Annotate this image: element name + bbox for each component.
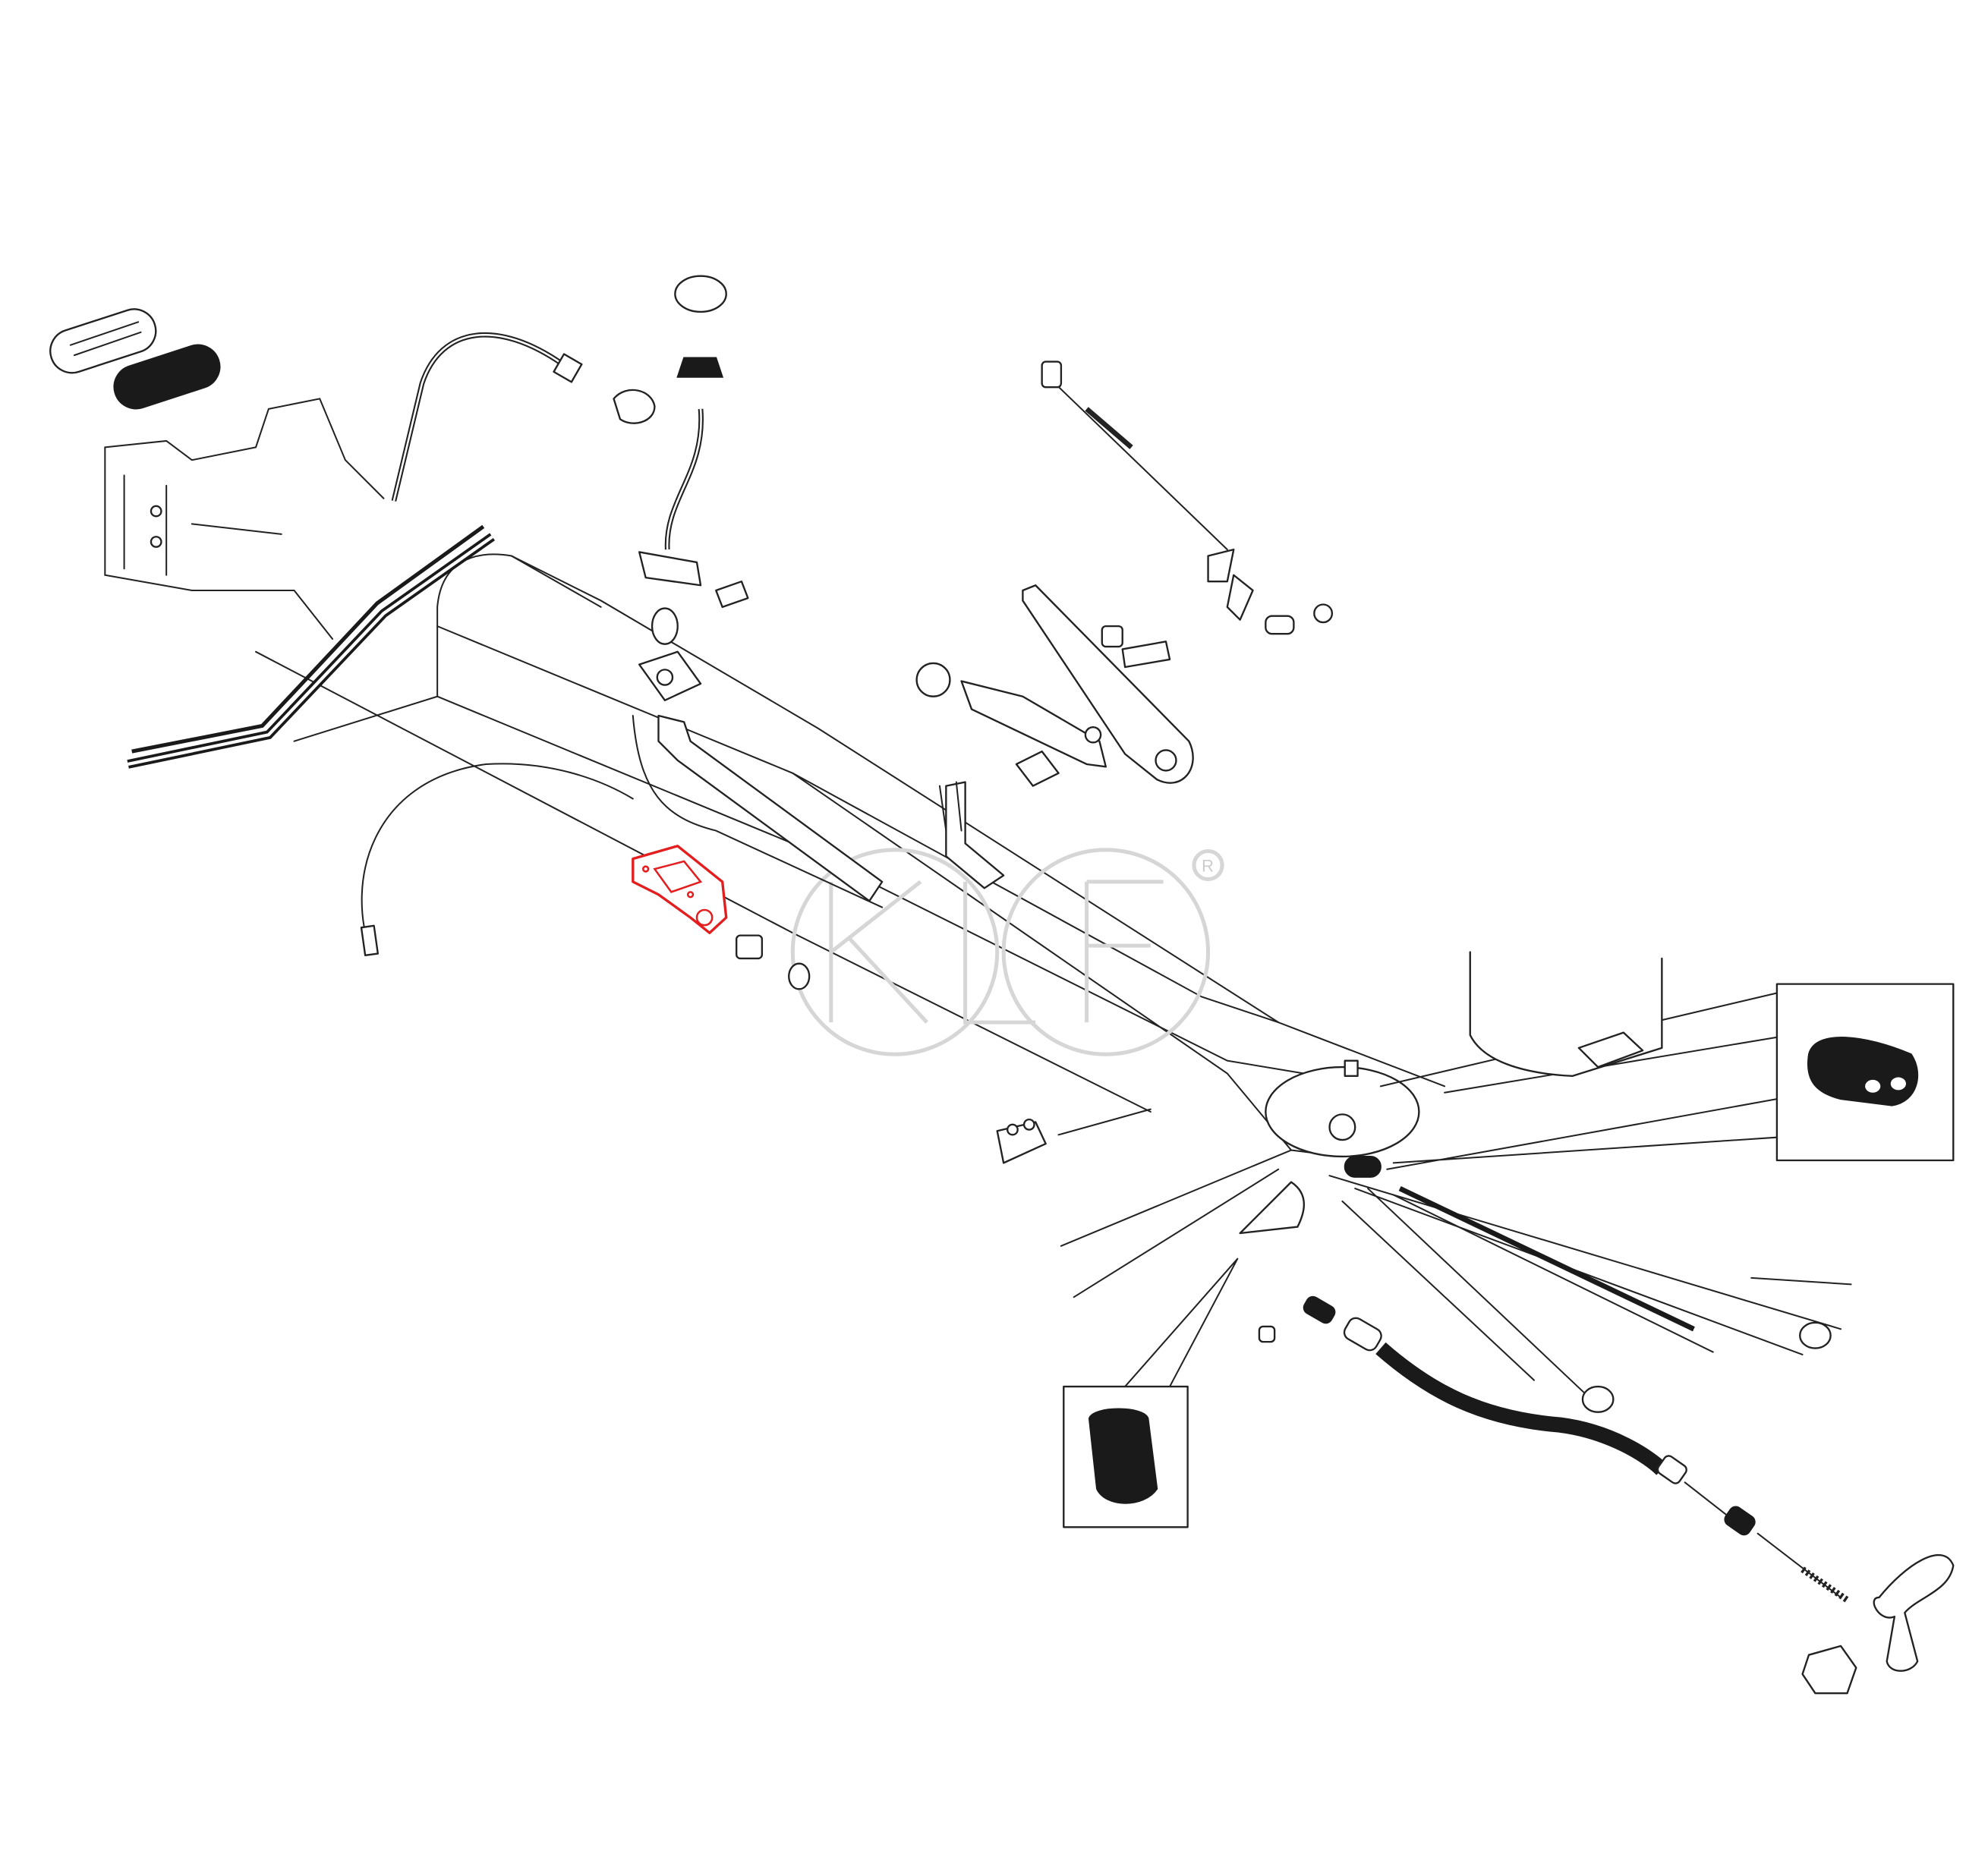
klf-watermark-logo: R (790, 848, 1224, 1056)
clutch-cable (1258, 1295, 1955, 1695)
washer (788, 962, 811, 990)
accelerator-cable (361, 763, 634, 953)
speedometer-cable (391, 332, 656, 502)
tunnel-cables (127, 524, 495, 769)
bushing (736, 934, 764, 960)
inset-detail-rubber-bushing (1063, 1385, 1189, 1528)
svg-text:R: R (1202, 856, 1214, 875)
frame-tunnel (104, 398, 1842, 1413)
junction-parts (996, 1059, 1852, 1388)
inset-detail-rubber-grommet (1775, 983, 1955, 1162)
handbrake-assembly (915, 360, 1334, 889)
gear-shift-assembly (632, 275, 884, 908)
highlighted-gasket-plate (632, 845, 728, 934)
cover-plates (49, 308, 221, 410)
